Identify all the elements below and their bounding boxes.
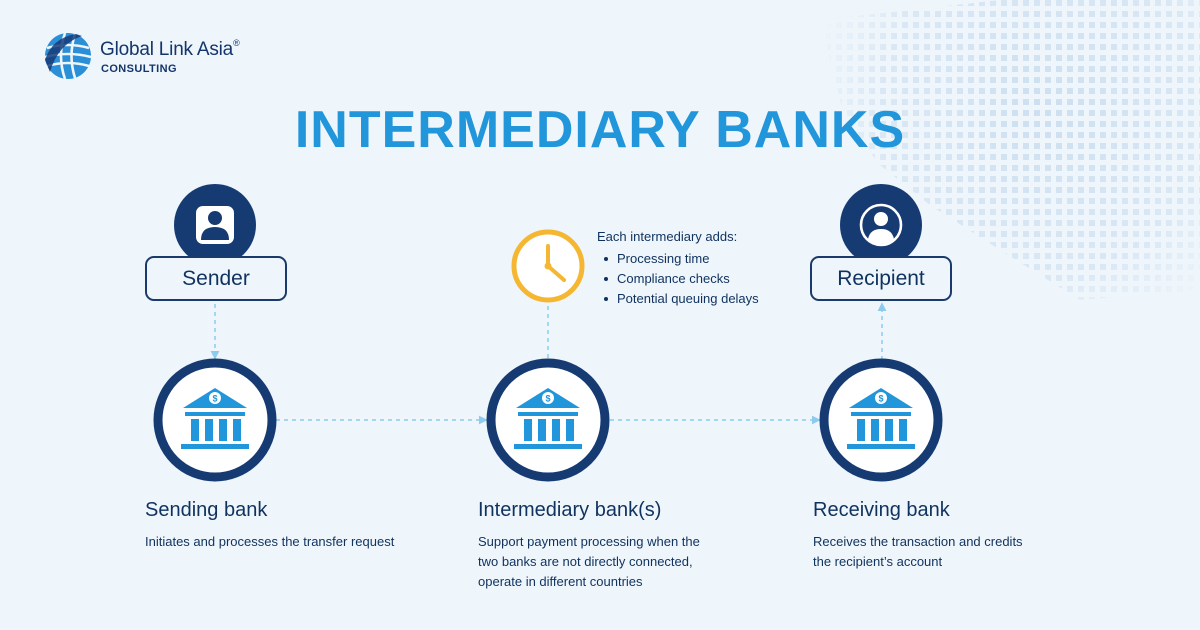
note-item-compliance-checks: Compliance checks [597,269,759,289]
brand-logo: Global Link Asia® CONSULTING [42,30,272,82]
note-title: Each intermediary adds: [597,229,738,244]
description-line: Receives the transaction and credits [813,534,1023,549]
description-line: the recipient’s account [813,554,943,569]
clock-icon [511,229,585,303]
brand-name: Global Link Asia® [100,37,240,60]
receiving-bank-description: Receives the transaction and credits the… [813,532,1083,572]
intermediary-bank-title: Intermediary bank(s) [478,499,662,521]
sending-bank-title: Sending bank [145,499,268,521]
person-icon [196,206,234,244]
sender-label: Sender [145,256,287,301]
description-line: two banks are not directly connected, [478,554,693,569]
description-line: Initiates and processes the transfer req… [145,534,395,549]
description-line: Support payment processing when the [478,534,700,549]
description-line: operate in different countries [478,574,643,589]
user-circle-icon [859,203,903,247]
intermediary-bank-node [486,358,610,482]
note-item-processing-time: Processing time [597,249,759,269]
sending-bank-node [153,358,277,482]
globe-logo-icon [44,32,92,80]
note-list: Processing time Compliance checks Potent… [597,249,759,309]
sending-bank-info: Sending bank Initiates and processes the… [145,498,415,552]
receiving-bank-node [819,358,943,482]
brand-subtitle: CONSULTING [101,63,177,75]
receiving-bank-title: Receiving bank [813,499,950,521]
intermediary-bank-description: Support payment processing when the two … [478,532,748,592]
sender-avatar [174,184,256,266]
note-item-queuing-delays: Potential queuing delays [597,289,759,309]
intermediary-bank-info: Intermediary bank(s) Support payment pro… [478,498,748,592]
receiving-bank-info: Receiving bank Receives the transaction … [813,498,1083,572]
recipient-label: Recipient [810,256,952,301]
sending-bank-description: Initiates and processes the transfer req… [145,532,415,552]
recipient-avatar [840,184,922,266]
intermediary-note: Each intermediary adds: Processing time … [597,229,759,309]
page-title: INTERMEDIARY BANKS [294,101,906,159]
